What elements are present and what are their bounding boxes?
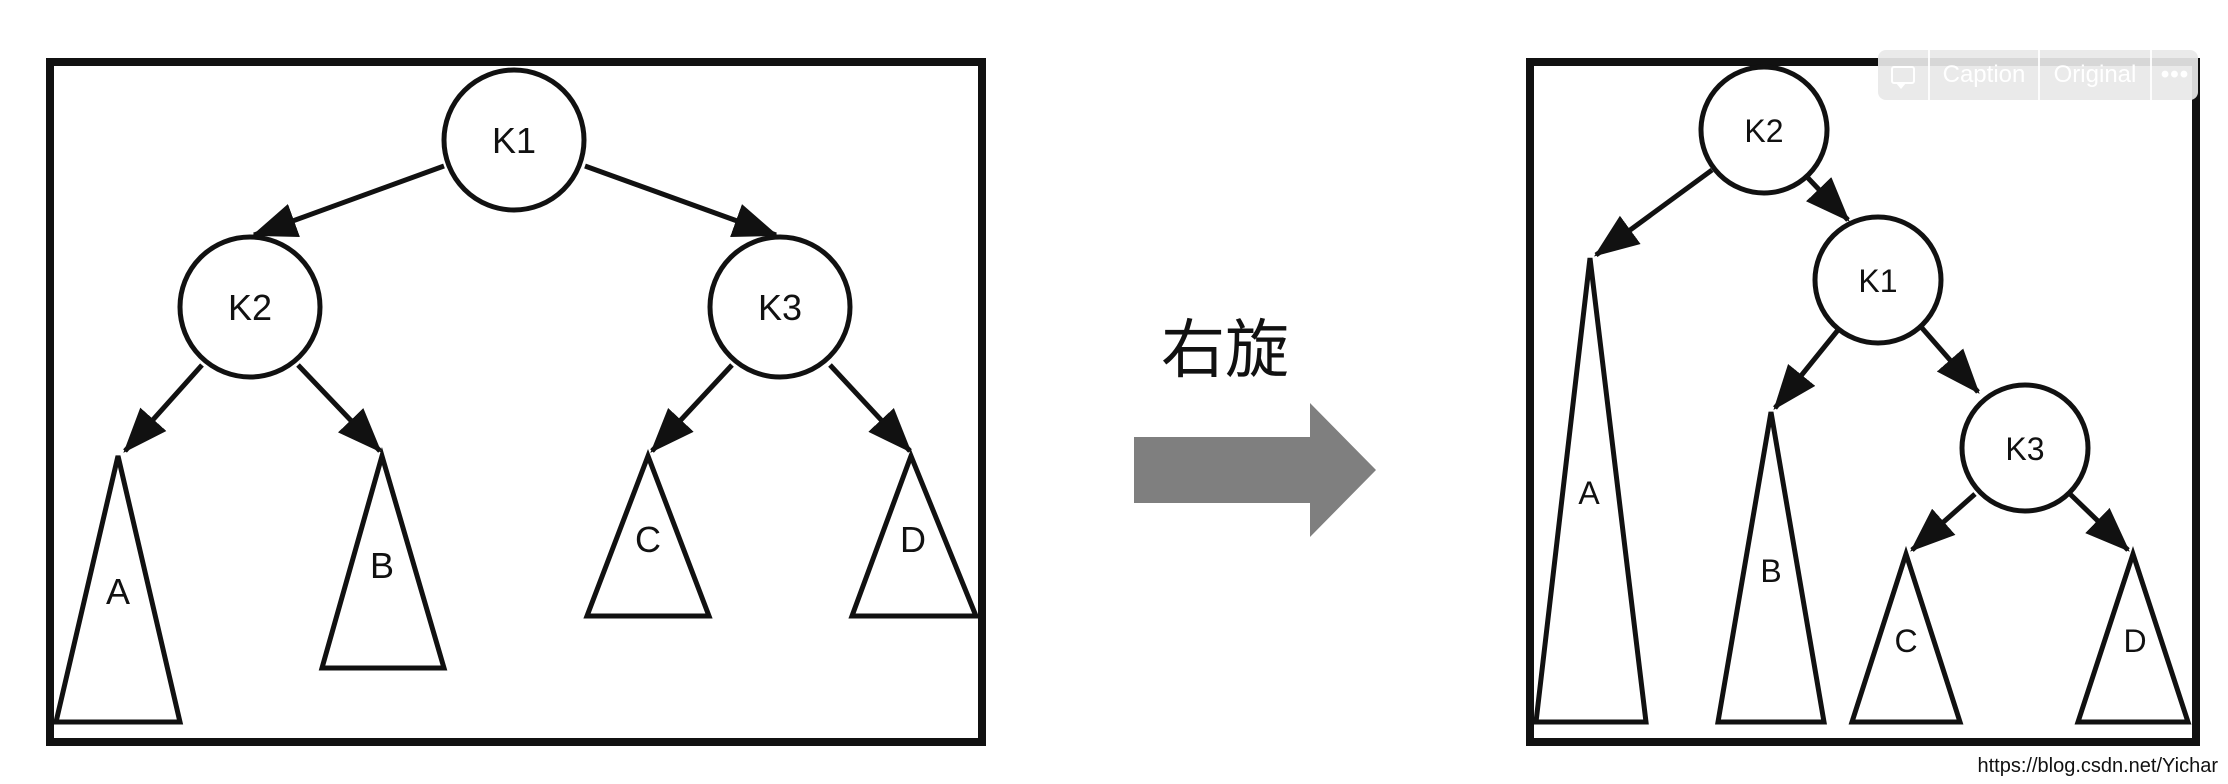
toolbar-divider [1928, 50, 1930, 100]
subtree-c [583, 448, 713, 619]
node-label-k2: K2 [228, 287, 272, 328]
image-toolbar: Caption Original ••• [1878, 50, 2198, 100]
edge-k2-a [123, 363, 204, 453]
subtree-a [52, 455, 184, 725]
before-frame [46, 58, 986, 746]
node-k3-after [1959, 382, 2091, 514]
node-label-k1-after: K1 [1858, 263, 1897, 299]
edge-k3-d [828, 363, 912, 453]
watermark: https://blog.csdn.net/Yichar [1977, 755, 2218, 777]
operation-label: 右旋 [1161, 314, 1289, 386]
edge-k2-k1-after [1806, 176, 1850, 222]
subtree-c-after [1848, 545, 1964, 725]
node-k1 [441, 67, 587, 213]
edge-k3-d-after [2068, 492, 2130, 552]
subtree-b-after [1715, 411, 1827, 725]
comment-button[interactable] [1878, 50, 1928, 100]
node-label-k3-after: K3 [2005, 431, 2044, 467]
subtree-label-a: A [106, 571, 130, 612]
toolbar-divider [2150, 50, 2152, 100]
node-k3 [707, 234, 853, 380]
rotation-arrow [1134, 403, 1376, 537]
subtree-label-d-after: D [2123, 623, 2146, 659]
subtree-label-c-after: C [1894, 623, 1917, 659]
more-button[interactable]: ••• [2160, 61, 2190, 88]
before-rotation-panel: A B C D K1 K2 K3 [46, 58, 986, 746]
edge-k3-c-after [1910, 492, 1977, 552]
original-button[interactable]: Original [2053, 61, 2137, 88]
node-k2-after [1698, 64, 1830, 196]
subtree-label-b-after: B [1760, 553, 1781, 589]
node-k2 [177, 234, 323, 380]
subtree-label-b: B [370, 545, 394, 586]
subtree-label-c: C [635, 519, 661, 560]
subtree-d-after [2074, 545, 2192, 725]
toolbar-divider [2038, 50, 2040, 100]
edge-k1-b-after [1773, 328, 1840, 410]
node-label-k2-after: K2 [1744, 113, 1783, 149]
node-label-k3: K3 [758, 287, 802, 328]
subtree-label-d: D [900, 519, 926, 560]
caption-button[interactable]: Caption [1942, 61, 2026, 88]
subtree-d [848, 449, 980, 619]
edge-k2-b [296, 363, 382, 453]
comment-icon [1891, 66, 1915, 89]
after-rotation-panel: A B C D K2 K1 K3 [1526, 58, 2200, 746]
node-k1-after [1812, 214, 1944, 346]
node-label-k1: K1 [492, 120, 536, 161]
subtree-b [318, 446, 448, 671]
subtree-label-a-after: A [1578, 475, 1600, 511]
edge-k2-a-after [1593, 167, 1714, 258]
edge-k1-k2 [251, 163, 445, 238]
edge-k1-k3 [584, 163, 779, 238]
after-frame [1526, 58, 2200, 746]
edge-k3-c [650, 363, 734, 453]
edge-k1-k3-after [1920, 326, 1980, 394]
subtree-a-after [1533, 257, 1649, 725]
